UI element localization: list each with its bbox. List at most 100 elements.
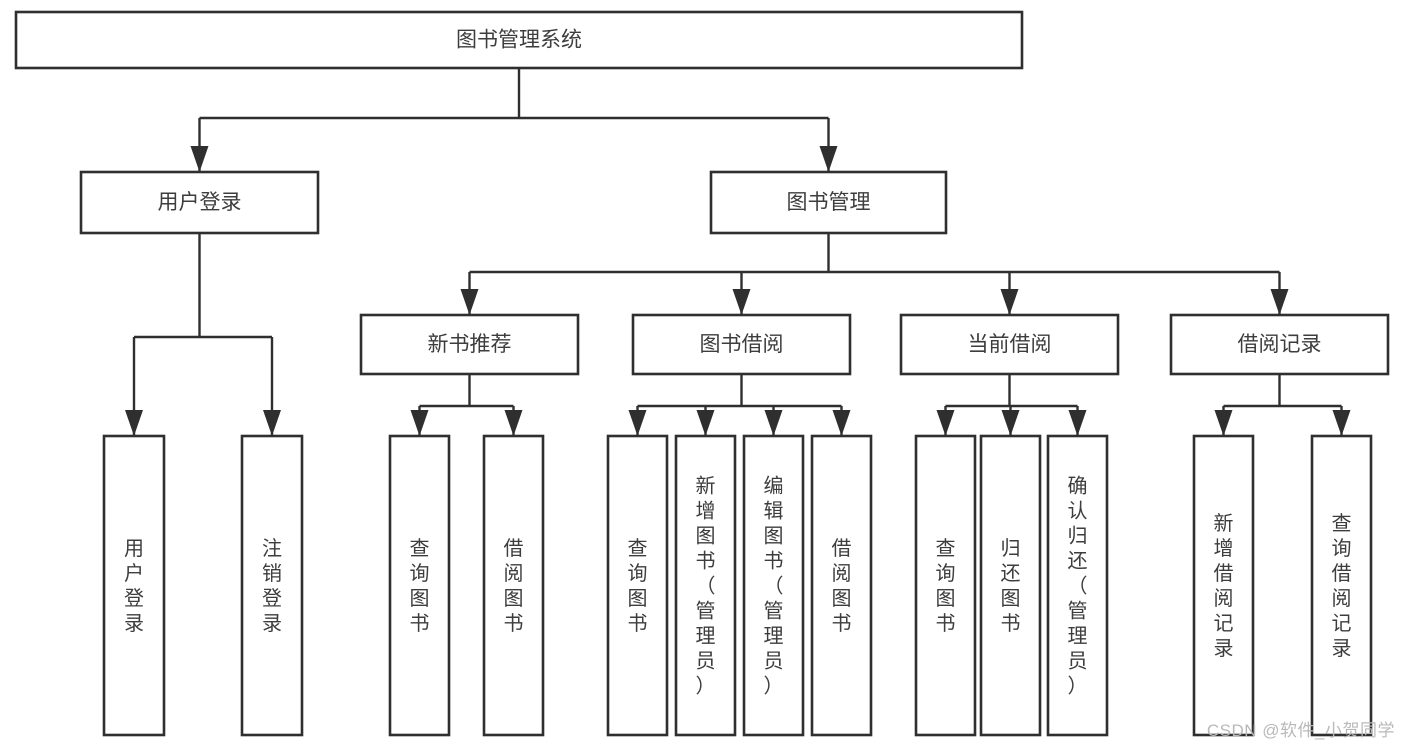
- node-leaf-edit-book-admin-label-char: （: [764, 575, 784, 598]
- root-to-level2-arrowhead-1: [819, 146, 838, 172]
- node-leaf-add-book-admin-label-char: 员: [696, 651, 716, 673]
- node-leaf-query-book-rec-label-char: 询: [410, 562, 430, 585]
- node-leaf-query-borrow-record-label-char: 询: [1332, 537, 1352, 560]
- node-leaf-confirm-return-admin-label-char: ）: [1068, 675, 1088, 698]
- node-leaf-add-borrow-record-label-char: 增: [1214, 537, 1234, 560]
- node-current-borrow[interactable]: 当前借阅: [899, 313, 1120, 376]
- current-borrow-to-leaves-arrowhead-1: [1001, 410, 1020, 436]
- node-leaf-query-book-rec-label-char: 查: [410, 537, 430, 560]
- node-user-login[interactable]: 用户登录: [79, 170, 320, 235]
- node-leaf-return-book-label-char: 归: [1001, 537, 1021, 560]
- node-leaf-user-login-label-char: 登: [124, 587, 144, 610]
- node-leaf-query-book-rec-label-char: 书: [410, 612, 430, 635]
- node-borrow-record[interactable]: 借阅记录: [1169, 313, 1390, 376]
- node-borrow-record-box[interactable]: [1169, 313, 1390, 376]
- node-root[interactable]: 图书管理系统: [14, 10, 1024, 70]
- node-leaf-add-borrow-record-label-char: 阅: [1214, 587, 1234, 610]
- node-book-manage[interactable]: 图书管理: [709, 170, 948, 235]
- node-leaf-logout-label-char: 销: [262, 562, 282, 585]
- book-borrow-to-leaves-arrowhead-1: [696, 410, 715, 436]
- node-leaf-query-book-rec-box[interactable]: [388, 434, 451, 737]
- node-leaf-user-login-label-char: 录: [124, 613, 144, 635]
- node-leaf-edit-book-admin-label-char: 图: [764, 526, 784, 548]
- node-new-book-recommend[interactable]: 新书推荐: [359, 313, 580, 376]
- node-leaf-query-book-borrow-label-char: 查: [628, 537, 648, 560]
- node-leaf-query-borrow-record-label-char: 查: [1332, 512, 1352, 535]
- book-borrow-to-leaves-arrowhead-2: [764, 410, 783, 436]
- node-leaf-add-book-admin-box[interactable]: [674, 434, 737, 737]
- bookmanage-to-level3-arrowhead-3: [1270, 289, 1289, 315]
- book-borrow-to-leaves-arrowhead-0: [628, 410, 647, 436]
- node-leaf-query-borrow-record-label-char: 录: [1332, 638, 1352, 660]
- node-borrow-record-label: 借阅记录: [1238, 333, 1322, 356]
- node-leaf-logout-label-char: 登: [262, 587, 282, 610]
- node-leaf-add-book-admin-label-char: 新: [696, 475, 716, 498]
- node-leaf-query-book-rec-label-char: 图: [410, 588, 430, 610]
- node-leaf-return-book-label-char: 书: [1001, 612, 1021, 635]
- node-book-borrow-box[interactable]: [631, 313, 852, 376]
- node-leaf-query-book-borrow-box[interactable]: [606, 434, 669, 737]
- node-book-borrow[interactable]: 图书借阅: [631, 313, 852, 376]
- node-leaf-user-login[interactable]: 用户登录: [102, 434, 166, 737]
- bookmanage-to-level3-arrowhead-0: [460, 289, 479, 315]
- node-leaf-add-book-admin-label-char: 增: [696, 500, 716, 523]
- node-new-book-recommend-label: 新书推荐: [428, 333, 512, 356]
- node-leaf-borrow-book-label-char: 书: [832, 612, 852, 635]
- node-book-borrow-label: 图书借阅: [700, 333, 784, 356]
- node-leaf-borrow-book-box[interactable]: [810, 434, 873, 737]
- node-leaf-edit-book-admin-label-char: 书: [764, 550, 784, 573]
- node-leaf-user-login-box[interactable]: [102, 434, 166, 737]
- node-leaf-confirm-return-admin-label-char: 理: [1068, 626, 1088, 648]
- node-leaf-add-book-admin-label-char: 书: [696, 550, 716, 573]
- userlogin-to-leaves-arrowhead-1: [263, 410, 281, 436]
- node-leaf-borrow-book-label-char: 图: [832, 588, 852, 610]
- node-book-manage-box[interactable]: [709, 170, 948, 235]
- node-leaf-return-book-box[interactable]: [979, 434, 1042, 737]
- borrow-record-to-leaves-arrowhead-1: [1332, 410, 1351, 436]
- node-leaf-logout-label-char: 注: [262, 537, 282, 560]
- node-leaf-add-borrow-record-label-char: 录: [1214, 638, 1234, 660]
- node-leaf-borrow-book-rec-label-char: 阅: [504, 562, 524, 585]
- book-borrow-to-leaves-arrowhead-3: [832, 410, 851, 436]
- node-leaf-edit-book-admin-label-char: ）: [764, 675, 784, 698]
- node-leaf-borrow-book-rec-label-char: 书: [504, 612, 524, 635]
- node-root-box[interactable]: [14, 10, 1024, 70]
- node-leaf-edit-book-admin-label-char: 编: [764, 475, 784, 498]
- node-leaf-edit-book-admin-box[interactable]: [742, 434, 805, 737]
- node-leaf-borrow-book-rec-label-char: 图: [504, 588, 524, 610]
- borrow-record-to-leaves-arrowhead-0: [1214, 410, 1233, 436]
- bookmanage-to-level3-arrowhead-1: [732, 289, 751, 315]
- node-leaf-add-borrow-record-label-char: 新: [1214, 512, 1234, 535]
- node-leaf-borrow-book-rec-box[interactable]: [482, 434, 545, 737]
- node-leaf-query-book-current-box[interactable]: [914, 434, 977, 737]
- node-leaf-add-borrow-record-box[interactable]: [1192, 434, 1255, 737]
- node-current-borrow-box[interactable]: [899, 313, 1120, 376]
- node-leaf-add-borrow-record-label-char: 记: [1214, 612, 1234, 635]
- node-leaf-add-book-admin-label-char: ）: [696, 675, 716, 698]
- node-leaf-edit-book-admin-label-char: 理: [764, 626, 784, 648]
- node-leaf-query-book-current-label-char: 图: [936, 588, 956, 610]
- node-leaf-confirm-return-admin-box[interactable]: [1046, 434, 1109, 737]
- node-leaf-edit-book-admin-label-char: 辑: [764, 500, 784, 523]
- node-leaf-query-borrow-record-box[interactable]: [1310, 434, 1373, 737]
- node-user-login-box[interactable]: [79, 170, 320, 235]
- node-leaf-add-book-admin-label-char: （: [696, 575, 716, 598]
- node-new-book-recommend-box[interactable]: [359, 313, 580, 376]
- node-leaf-user-login-label-char: 户: [124, 562, 144, 585]
- node-leaf-edit-book-admin-label-char: 管: [764, 600, 784, 623]
- node-leaf-logout-box[interactable]: [240, 434, 304, 737]
- node-leaf-borrow-book-label-char: 借: [832, 537, 852, 560]
